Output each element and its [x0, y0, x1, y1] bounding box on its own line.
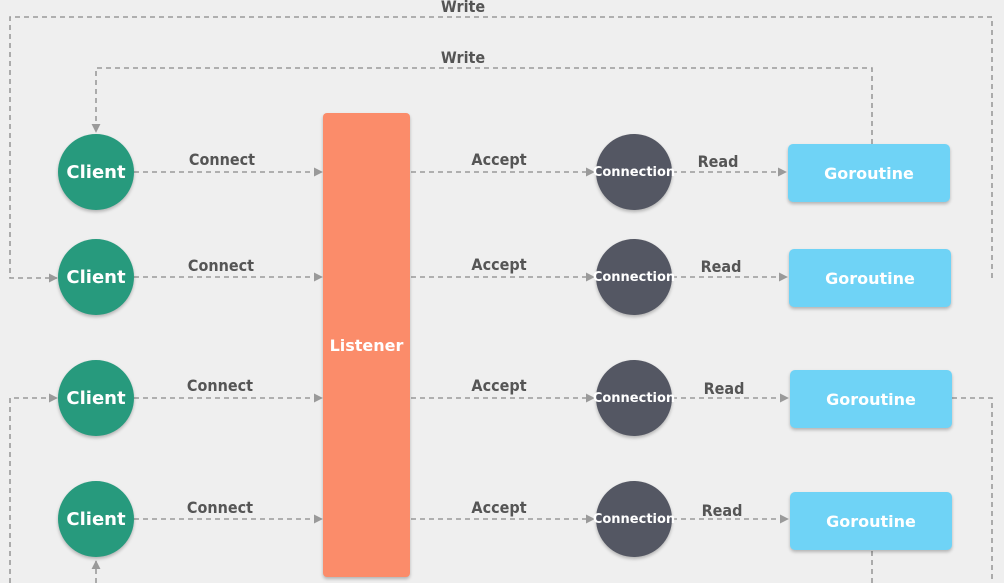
- accept-label-1: Accept: [471, 150, 526, 169]
- connect-label-4: Connect: [187, 498, 253, 517]
- connection-node-3: Connection: [593, 360, 675, 436]
- loop-stub-client-3: [9, 393, 58, 583]
- write-label-outer: Write: [441, 0, 486, 16]
- connect-label-3: Connect: [187, 376, 253, 395]
- goroutine-node-3: Goroutine: [790, 370, 952, 428]
- connection-node-4: Connection: [593, 481, 675, 557]
- client-node-1: Client: [58, 134, 134, 210]
- goroutine-node-4: Goroutine: [790, 492, 952, 550]
- connect-label-2: Connect: [188, 256, 254, 275]
- accept-label-4: Accept: [471, 498, 526, 517]
- goroutine-node-2: Goroutine: [789, 249, 951, 307]
- read-label-4: Read: [702, 501, 743, 520]
- client-node-2: Client: [58, 239, 134, 315]
- read-label-3: Read: [704, 379, 745, 398]
- goroutine-node-1: Goroutine: [788, 144, 950, 202]
- connect-label-1: Connect: [189, 150, 255, 169]
- write-loop-inner: [91, 67, 873, 144]
- accept-label-2: Accept: [471, 255, 526, 274]
- connection-node-1: Connection: [593, 134, 675, 210]
- loop-stub-goroutine-3: [952, 397, 993, 583]
- listener-node: Listener: [323, 113, 410, 577]
- client-node-4: Client: [58, 481, 134, 557]
- write-loop-outer: [9, 16, 993, 283]
- write-label-inner: Write: [441, 48, 486, 67]
- client-node-3: Client: [58, 360, 134, 436]
- connection-node-2: Connection: [593, 239, 675, 315]
- read-label-1: Read: [698, 152, 739, 171]
- accept-label-3: Accept: [471, 376, 526, 395]
- read-label-2: Read: [701, 257, 742, 276]
